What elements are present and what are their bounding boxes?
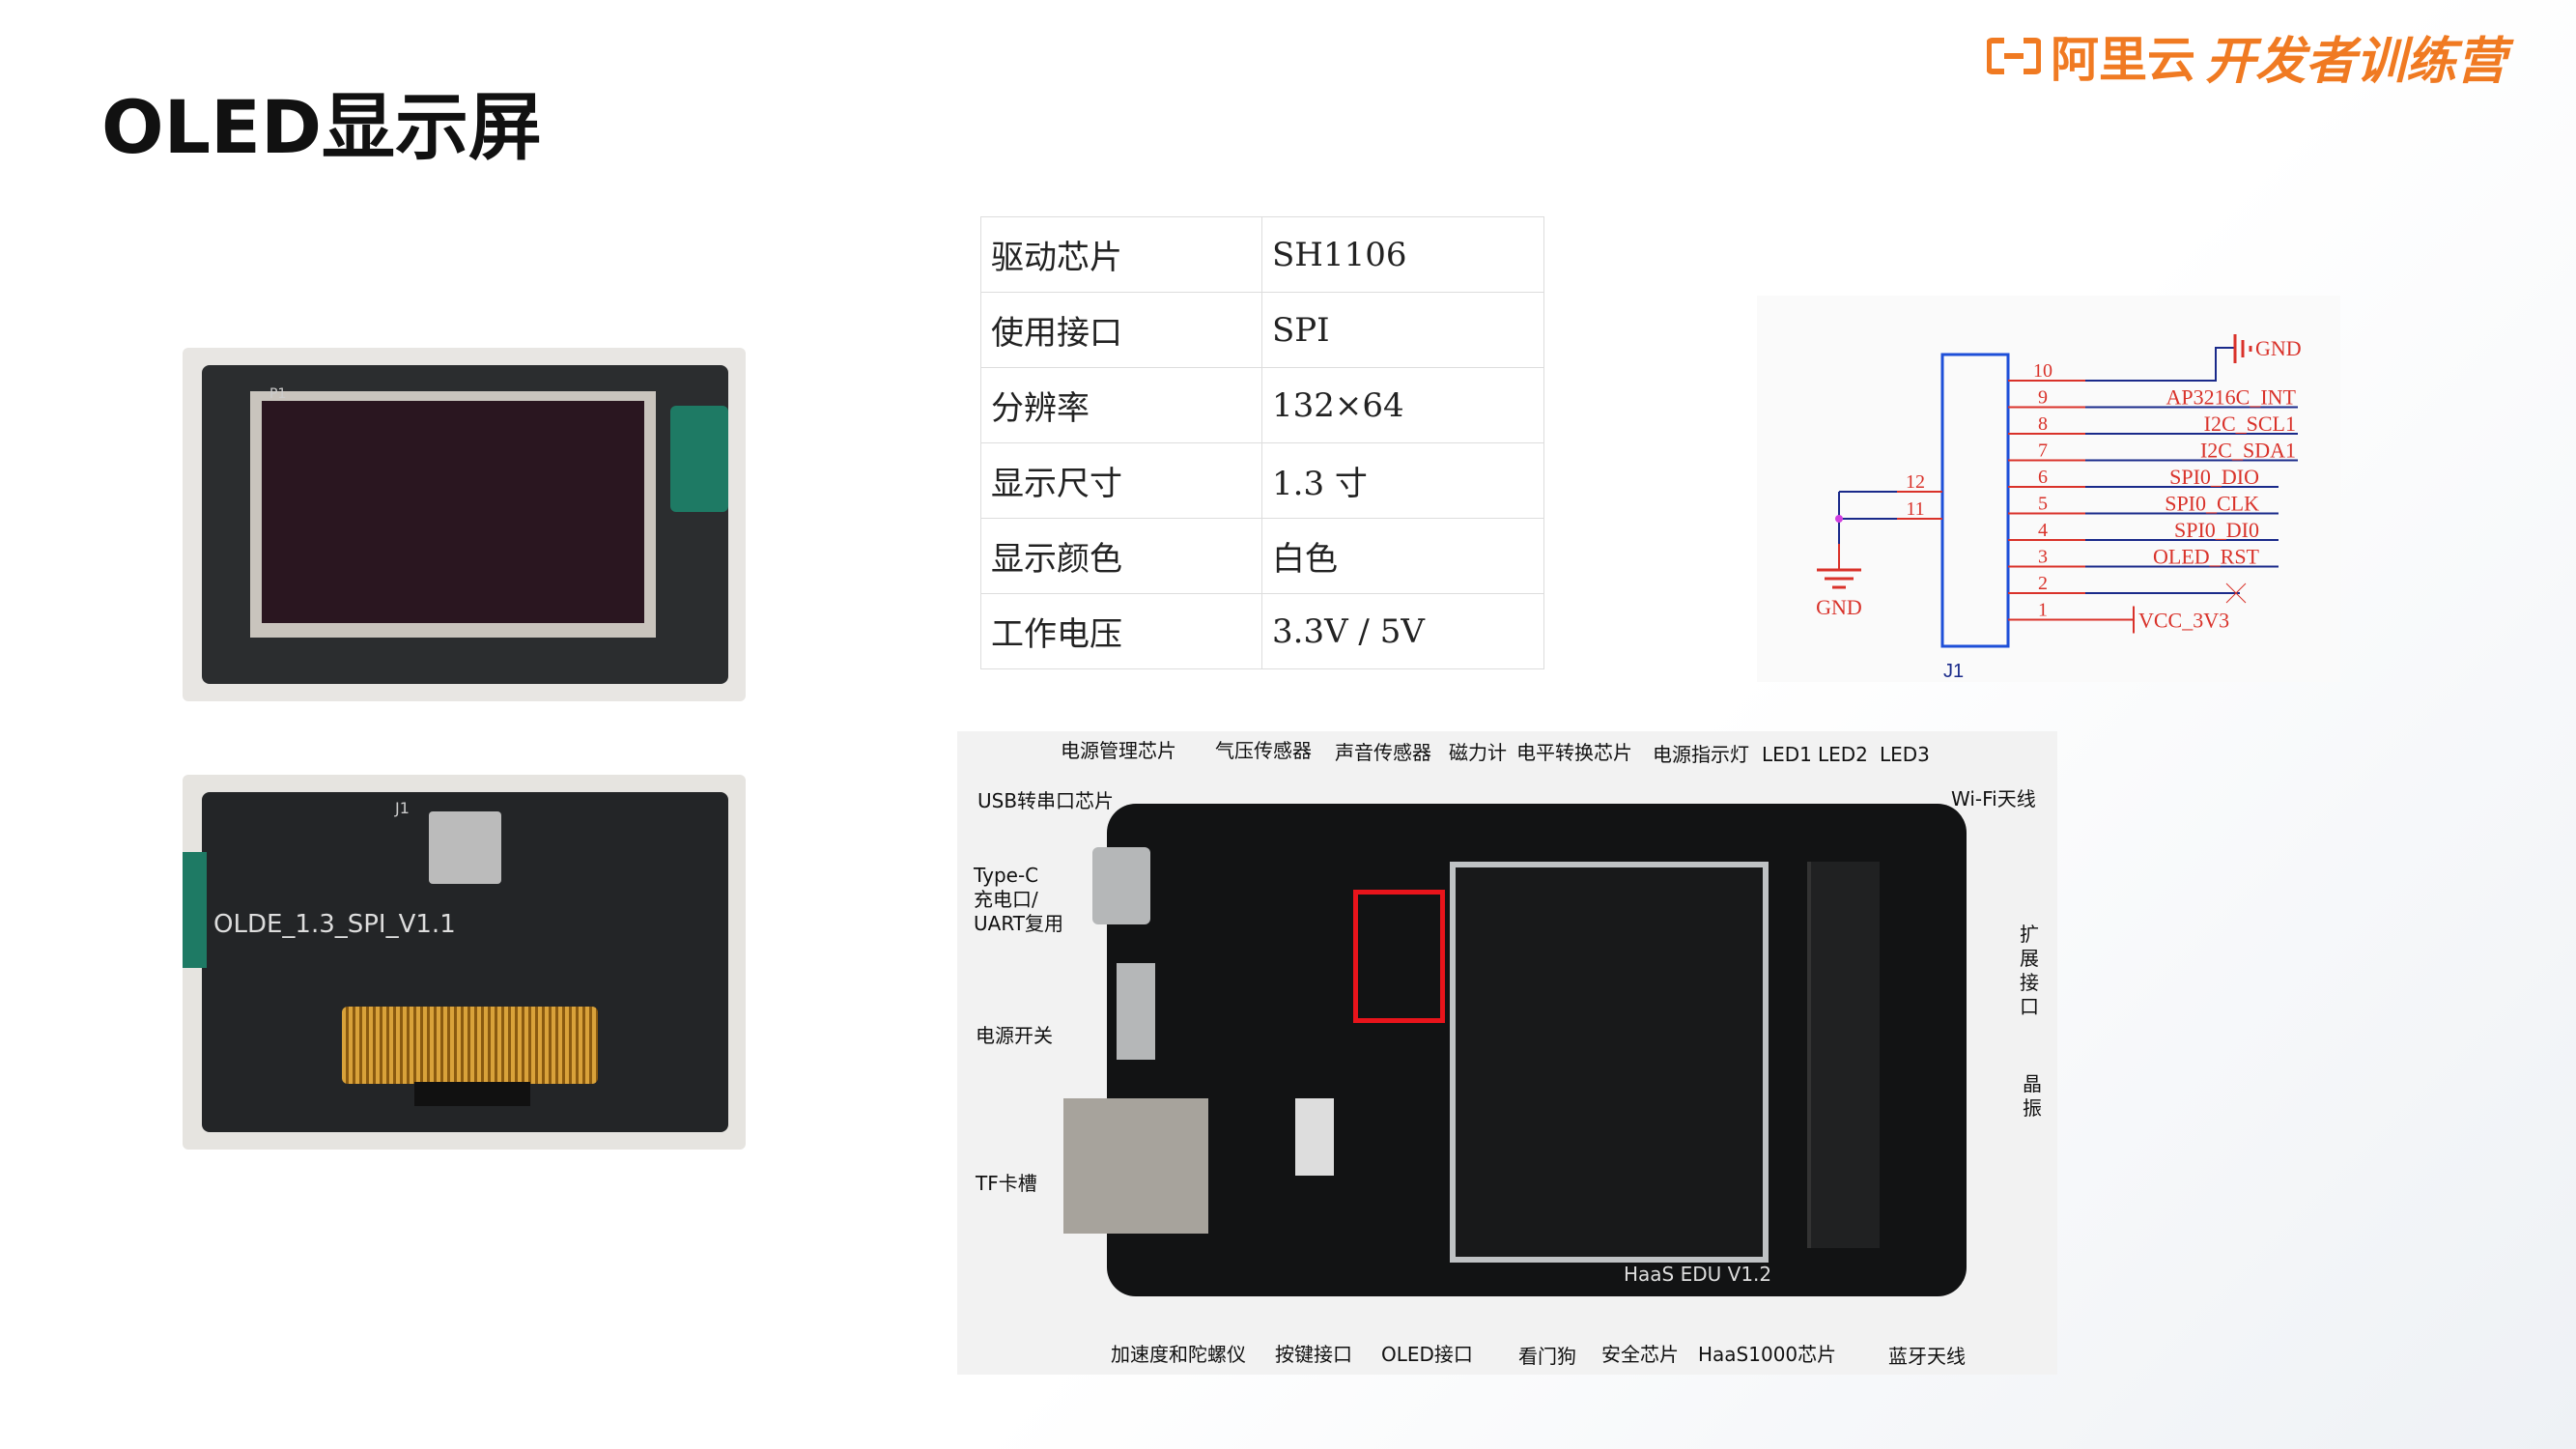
aliyun-logo-icon — [1987, 38, 2041, 74]
pin-number: 6 — [2038, 467, 2048, 488]
page-title: OLED显示屏 — [101, 84, 543, 170]
spec-value: SPI — [1261, 292, 1544, 368]
pin-number: 10 — [2033, 360, 2052, 382]
board-label-magnetometer: 磁力计 — [1449, 741, 1507, 764]
gnd-left: GND — [1816, 595, 1862, 619]
board-label-accel: 加速度和陀螺仪 — [1111, 1343, 1246, 1366]
oled-front-photo: P1 — [183, 348, 746, 701]
board-label-security: 安全芯片 — [1601, 1343, 1679, 1366]
pin-number: 9 — [2038, 387, 2048, 409]
pin-number: 12 — [1906, 471, 1925, 493]
board-label-key: 按键接口 — [1275, 1343, 1352, 1366]
j1-ref: J1 — [1943, 661, 1964, 682]
j1-marker: J1 — [395, 799, 410, 817]
pin-number: 8 — [2038, 413, 2048, 435]
board-label-led2: LED2 — [1818, 743, 1868, 766]
board-label-usb-uart: USB转串口芯片 — [977, 789, 1115, 812]
board-label-tf: TF卡槽 — [976, 1172, 1037, 1195]
net-label: SPI0_DI0 — [2174, 518, 2259, 542]
net-label: I2C_SDA1 — [2200, 439, 2296, 463]
haas-edu-board-photo: HaaS EDU V1.2 — [957, 731, 2057, 1375]
board-label-crystal: 晶振 — [2023, 1072, 2042, 1120]
logo-program: 开发者训练营 — [2205, 32, 2507, 91]
back-silkscreen: OLDE_1.3_SPI_V1.1 — [213, 910, 456, 939]
board-label-power-mgmt: 电源管理芯片 — [1061, 739, 1176, 762]
net-label: I2C_SCL1 — [2204, 412, 2296, 436]
net-label: SPI0_CLK — [2165, 492, 2259, 516]
board-label-watchdog: 看门狗 — [1518, 1345, 1576, 1368]
board-silkscreen: HaaS EDU V1.2 — [1624, 1263, 1772, 1286]
aliyun-logo: 阿里云 开发者训练营 — [1987, 27, 2506, 91]
j1-body — [1940, 353, 2010, 648]
spec-row: 显示颜色白色 — [980, 518, 1544, 594]
board-label-led3: LED3 — [1880, 743, 1930, 766]
spec-label: 使用接口 — [980, 292, 1262, 368]
pin-number: 7 — [2038, 440, 2048, 462]
spec-value: 白色 — [1261, 518, 1544, 594]
net-label: AP3216C_INT — [2166, 385, 2297, 410]
spec-label: 工作电压 — [980, 593, 1262, 669]
pin-number: 4 — [2038, 520, 2048, 541]
net-label: VCC_3V3 — [2138, 609, 2229, 633]
oled-back-photo: J1 OLDE_1.3_SPI_V1.1 — [183, 775, 746, 1150]
p1-marker: P1 — [269, 386, 287, 402]
spec-label: 显示颜色 — [980, 518, 1262, 594]
board-label-pressure: 气压传感器 — [1215, 739, 1312, 762]
board-label-power-led: 电源指示灯 — [1653, 743, 1749, 766]
net-label: OLED_RST — [2153, 545, 2260, 569]
spec-label: 显示尺寸 — [980, 442, 1262, 519]
net-label: SPI0_DIO — [2169, 465, 2259, 489]
gnd-top: GND — [2255, 336, 2302, 360]
board-label-oled: OLED接口 — [1381, 1343, 1473, 1366]
board-label-typec: Type-C 充电口/ UART复用 — [974, 864, 1063, 935]
spec-value: 1.3 寸 — [1261, 442, 1544, 519]
spec-label: 驱动芯片 — [980, 216, 1262, 293]
board-label-power-switch: 电源开关 — [976, 1024, 1053, 1047]
pin-number: 3 — [2038, 547, 2048, 568]
board-label-bt: 蓝牙天线 — [1888, 1345, 1966, 1368]
board-label-haas1000: HaaS1000芯片 — [1698, 1343, 1837, 1366]
spec-value: SH1106 — [1261, 216, 1544, 293]
pin-number: 2 — [2038, 573, 2048, 594]
spec-value: 3.3V / 5V — [1261, 593, 1544, 669]
pin-number: 5 — [2038, 494, 2048, 515]
spec-label: 分辨率 — [980, 367, 1262, 443]
spec-value: 132×64 — [1261, 367, 1544, 443]
board-label-wifi: Wi-Fi天线 — [1951, 787, 2036, 810]
pin-number: 11 — [1906, 498, 1924, 520]
oled-connector-highlight — [1353, 890, 1445, 1023]
board-label-sound: 声音传感器 — [1335, 741, 1431, 764]
board-label-level-shift: 电平转换芯片 — [1516, 741, 1632, 764]
board-label-expansion: 扩展接口 — [2020, 923, 2039, 1018]
board-label-led1: LED1 — [1762, 743, 1812, 766]
pin-number: 1 — [2038, 600, 2048, 621]
logo-brand: 阿里云 — [2051, 32, 2195, 88]
